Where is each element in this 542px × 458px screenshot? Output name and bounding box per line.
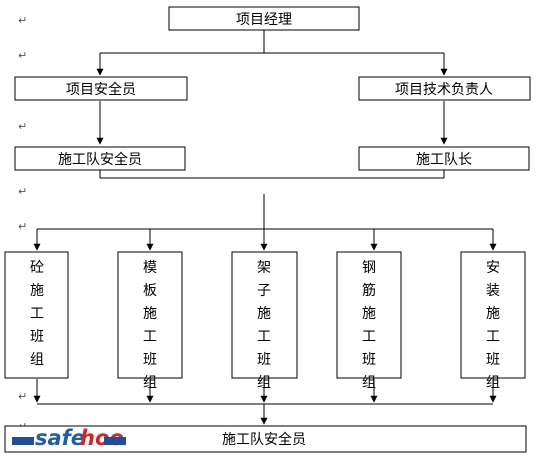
node-team-safety-officer: 施工队安全员: [14, 146, 186, 171]
logo-text-safe: safe: [35, 426, 85, 450]
crew-box: [231, 251, 298, 379]
para-mark: ↵: [18, 120, 27, 133]
logo-strip: [104, 437, 126, 445]
node-bottom-safety-officer: 施工队安全员: [4, 425, 527, 453]
crew-box: [336, 251, 402, 379]
node-tech-lead: 项目技术负责人: [358, 76, 531, 101]
crew-label: 架子施工班组: [257, 260, 271, 391]
crew-box: [460, 251, 526, 379]
para-mark: ↵: [18, 390, 27, 403]
crew-label: 模板施工班组: [143, 260, 157, 391]
crew-label: 钢筋施工班组: [362, 260, 376, 391]
para-mark: ↵: [18, 14, 27, 27]
node-safety-officer: 项目安全员: [14, 76, 188, 101]
node-label: 项目技术负责人: [395, 82, 493, 98]
crew-label: 安装施工班组: [486, 260, 500, 391]
logo-strip: [12, 437, 34, 445]
safehoo-logo: safe hoo: [12, 426, 126, 450]
node-project-manager: 项目经理: [168, 6, 360, 31]
node-label: 施工队安全员: [222, 431, 306, 448]
node-label: 项目经理: [236, 12, 292, 28]
node-label: 施工队安全员: [58, 151, 142, 168]
para-mark: ↵: [18, 220, 27, 233]
crew-box: [117, 251, 183, 379]
connectors: [33, 30, 497, 425]
crew-labels: 砼施工班组 模板施工班组 架子施工班组 钢筋施工班组 安装施工班组: [30, 260, 500, 391]
node-label: 项目安全员: [66, 81, 136, 98]
crew-box: [4, 251, 69, 379]
crew-label: 砼施工班组: [30, 260, 44, 368]
node-label: 施工队长: [416, 152, 472, 168]
para-mark: ↵: [18, 185, 27, 198]
crew-boxes: [4, 251, 526, 379]
para-mark: ↵: [18, 49, 27, 62]
node-team-leader: 施工队长: [358, 146, 530, 171]
